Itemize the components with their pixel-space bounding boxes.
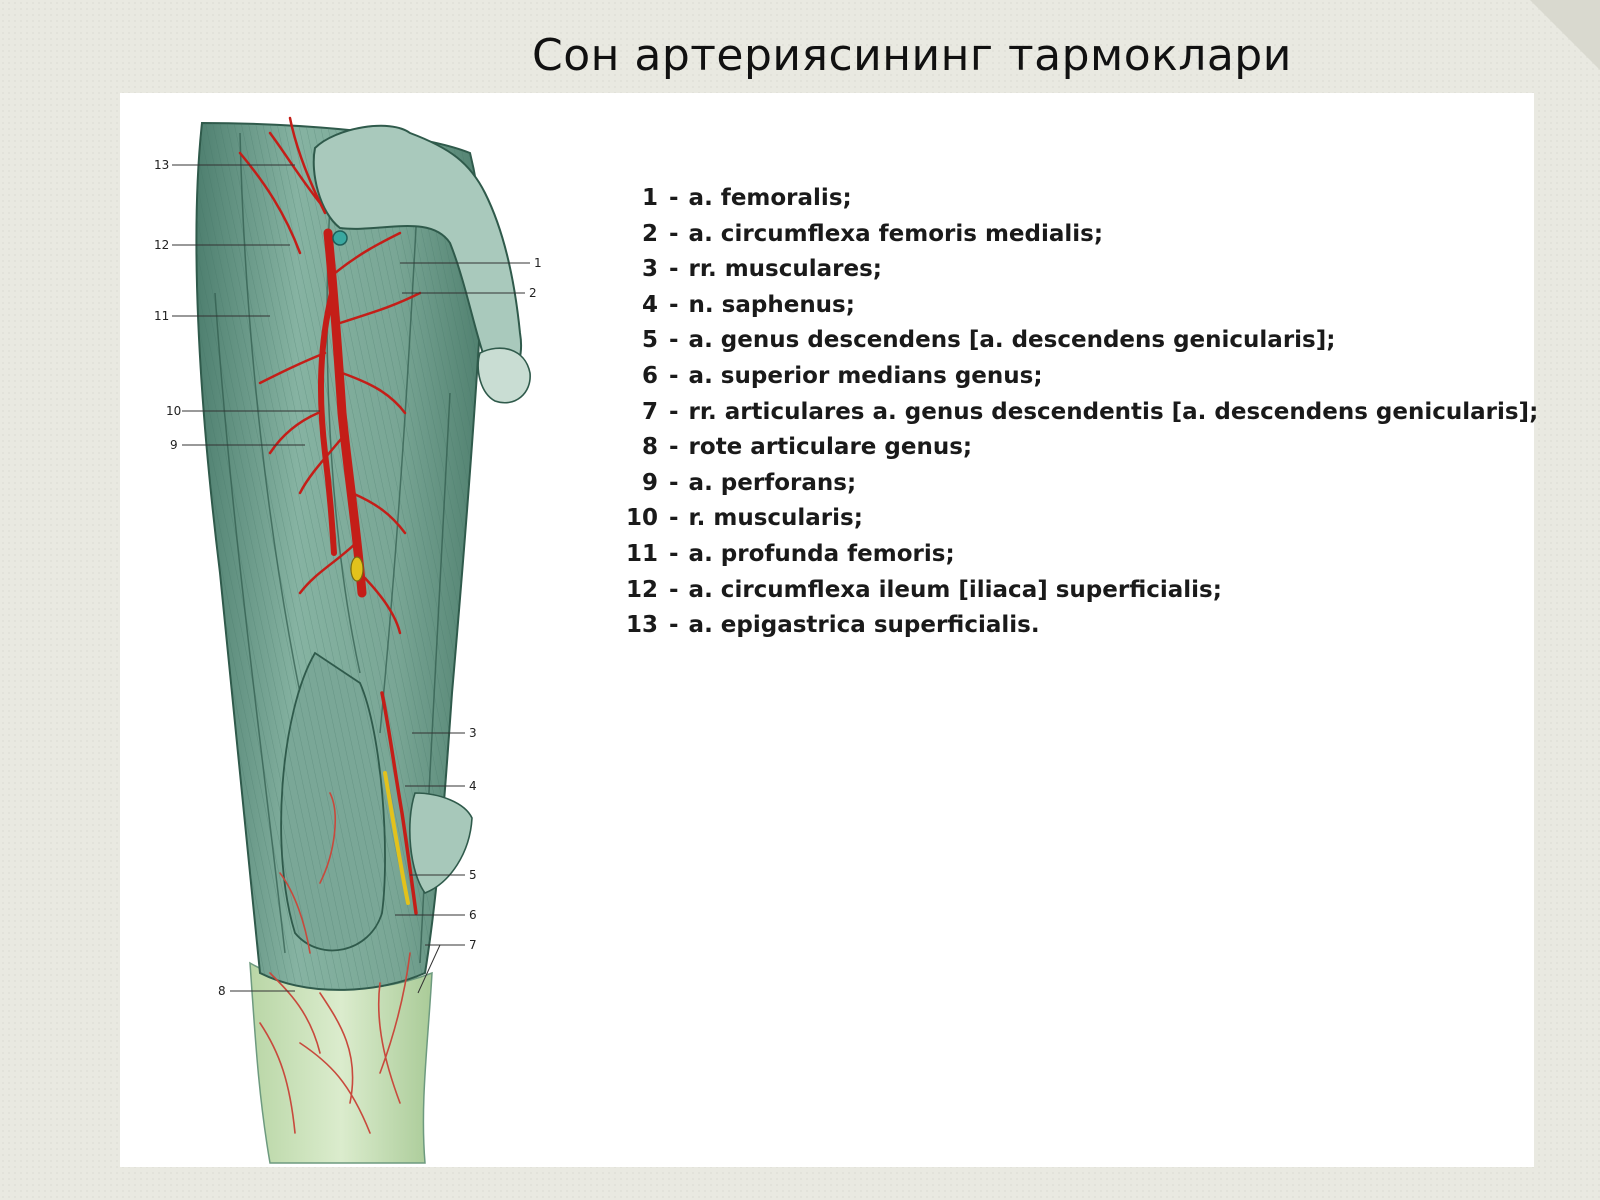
callout-11: 11 — [154, 309, 169, 323]
legend-text: n. saphenus; — [688, 291, 855, 318]
legend-text: a. circumflexa ileum [iliaca] superficia… — [688, 576, 1222, 603]
legend-dash: - — [669, 576, 679, 603]
femoral-vein-section — [332, 230, 348, 246]
legend-dash: - — [669, 434, 679, 461]
thigh-anatomy-figure: 13 12 11 10 9 1 2 3 4 5 6 7 8 — [154, 116, 542, 1164]
legend-number: 10 — [625, 505, 658, 532]
legend-dash: - — [669, 256, 679, 283]
reflected-muscle-end — [477, 347, 531, 404]
saphenous-nerve — [383, 771, 410, 905]
reflected-sartorius-lower — [409, 792, 473, 894]
callout-9: 9 — [170, 438, 178, 452]
descending-genicular-artery — [380, 691, 418, 915]
callout-1: 1 — [534, 256, 542, 270]
content-panel: 13 12 11 10 9 1 2 3 4 5 6 7 8 1-a. femor… — [120, 93, 1538, 1167]
legend-item: 13-a. epigastrica superficialis. — [610, 612, 1538, 648]
legend-dash: - — [669, 469, 679, 496]
knee-region — [249, 961, 433, 1164]
femoral-artery — [323, 228, 367, 598]
callout-7: 7 — [469, 938, 477, 952]
legend-dash: - — [669, 398, 679, 425]
callout-4: 4 — [469, 779, 477, 793]
legend-text: a. femoralis; — [688, 185, 852, 211]
legend-item: 5-a. genus descendens [a. descendens gen… — [610, 327, 1538, 363]
callout-13: 13 — [154, 158, 169, 172]
arterial-branches — [238, 116, 422, 635]
legend-item: 2-a. circumflexa femoris medialis; — [610, 221, 1538, 257]
legend-number: 7 — [641, 398, 658, 425]
legend-dash: - — [669, 612, 679, 639]
callout-3: 3 — [469, 726, 477, 740]
profunda-femoris-artery — [317, 290, 337, 556]
corner-decoration — [1530, 0, 1600, 70]
callout-leader-lines — [172, 164, 530, 994]
legend-text: a. superior medians genus; — [688, 362, 1043, 389]
legend-dash: - — [669, 185, 679, 211]
legend-number: 12 — [625, 576, 658, 603]
legend-number: 11 — [625, 540, 658, 567]
callout-10: 10 — [166, 404, 181, 418]
legend-item: 7-rr. articulares a. genus descendentis … — [610, 399, 1538, 435]
legend-list: 1-a. femoralis; 2-a. circumflexa femoris… — [610, 185, 1538, 648]
legend-text: rr. musculares; — [688, 256, 882, 283]
legend-item: 3-rr. musculares; — [610, 256, 1538, 292]
legend-item: 1-a. femoralis; — [610, 185, 1538, 221]
legend-item: 8-rote articulare genus; — [610, 434, 1538, 470]
legend-text: rote articulare genus; — [688, 434, 973, 461]
legend-number: 5 — [641, 327, 658, 354]
callout-6: 6 — [469, 908, 477, 922]
genicular-network — [259, 792, 411, 1134]
legend-number: 3 — [641, 256, 658, 283]
legend-text: a. perforans; — [688, 469, 857, 496]
legend-number: 6 — [641, 362, 658, 389]
legend-text: rr. articulares a. genus descendentis [a… — [688, 398, 1539, 425]
legend-text: a. epigastrica superficialis. — [688, 612, 1040, 639]
legend-text: a. circumflexa femoris medialis; — [688, 220, 1104, 247]
legend-text: r. muscularis; — [688, 505, 863, 532]
artery-cut-end — [350, 556, 364, 582]
callout-5: 5 — [469, 868, 477, 882]
legend-item: 4-n. saphenus; — [610, 292, 1538, 328]
legend-number: 9 — [641, 469, 658, 496]
legend-item: 6-a. superior medians genus; — [610, 363, 1538, 399]
muscle-boundaries — [214, 132, 451, 964]
legend-number: 13 — [625, 612, 658, 639]
legend-dash: - — [669, 362, 679, 389]
legend-number: 1 — [641, 185, 658, 211]
legend-number: 2 — [641, 220, 658, 247]
callout-8: 8 — [218, 984, 226, 998]
legend-number: 4 — [641, 291, 658, 318]
slide-title: Сон артериясининг тармоклари — [532, 30, 1292, 81]
legend-item: 10-r. muscularis; — [610, 505, 1538, 541]
legend-text: a. profunda femoris; — [688, 540, 955, 567]
legend-item: 11-a. profunda femoris; — [610, 541, 1538, 577]
legend-dash: - — [669, 505, 679, 532]
legend-dash: - — [669, 327, 679, 354]
callout-2: 2 — [529, 286, 537, 300]
legend-text: a. genus descendens [a. descendens genic… — [688, 327, 1336, 354]
legend-number: 8 — [641, 434, 658, 461]
legend-dash: - — [669, 220, 679, 247]
callout-12: 12 — [154, 238, 169, 252]
legend-item: 12-a. circumflexa ileum [iliaca] superfi… — [610, 577, 1538, 613]
legend-dash: - — [669, 291, 679, 318]
legend-item: 9-a. perforans; — [610, 470, 1538, 506]
legend-dash: - — [669, 540, 679, 567]
